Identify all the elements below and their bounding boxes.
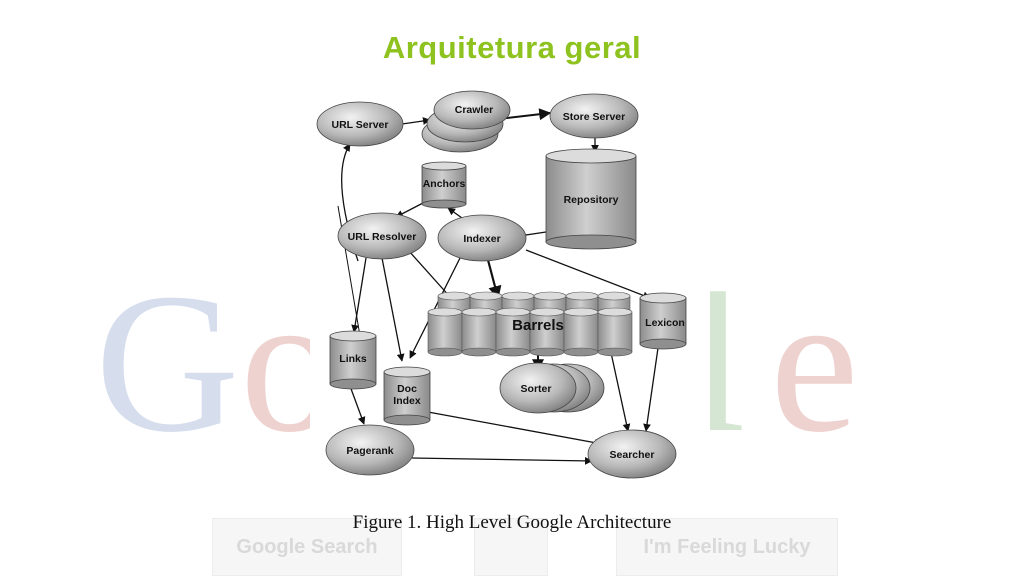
- edge-indexer-barrels: [486, 259, 502, 300]
- background-search-button: Google Search: [212, 518, 402, 576]
- node-searcher-label: Searcher: [610, 449, 655, 461]
- edge-indexer-anchors: [447, 207, 463, 219]
- edge-links-pagerank: [349, 385, 366, 425]
- edge-doc-index-searcher: [427, 411, 603, 447]
- node-indexer: Indexer: [437, 214, 527, 262]
- node-links-label: Links: [339, 353, 367, 365]
- node-barrels-label: Barrels: [512, 317, 564, 334]
- node-store-server: Store Server: [549, 93, 639, 139]
- node-lexicon: Lexicon: [639, 292, 687, 350]
- slide-title: Arquitetura geral: [382, 30, 642, 65]
- node-doc-index-label-line2: Index: [393, 395, 421, 407]
- edge-indexer-doc-index: [409, 257, 461, 359]
- diagram-edges: [337, 108, 659, 465]
- barrels-front-row: [427, 307, 633, 357]
- node-links: Links: [329, 330, 377, 390]
- node-crawler: Crawler: [421, 90, 511, 153]
- svg-text:e: e: [770, 253, 859, 474]
- figure-caption: Figure 1. High Level Google Architecture: [352, 512, 672, 533]
- node-barrels: Barrels: [427, 291, 633, 357]
- node-sorter-label: Sorter: [521, 383, 552, 395]
- edge-url-server-crawler: [401, 117, 431, 125]
- node-anchors-label: Anchors: [423, 178, 466, 190]
- node-url-resolver: URL Resolver: [337, 212, 427, 260]
- edge-url-resolver-doc-index: [381, 257, 405, 362]
- node-anchors: Anchors: [421, 161, 467, 209]
- node-url-server-label: URL Server: [331, 119, 388, 131]
- node-lexicon-label: Lexicon: [645, 317, 685, 329]
- node-sorter: Sorter: [499, 362, 605, 414]
- edge-barrels-searcher: [609, 347, 631, 432]
- edge-pagerank-searcher: [411, 456, 593, 465]
- node-pagerank-label: Pagerank: [346, 445, 393, 457]
- edge-indexer-lexicon: [525, 249, 651, 300]
- node-url-server: URL Server: [316, 101, 404, 147]
- svg-text:G: G: [95, 253, 239, 474]
- node-repository-label: Repository: [564, 194, 619, 206]
- node-repository: Repository: [545, 148, 637, 250]
- edge-url-resolver-links: [351, 257, 367, 333]
- node-url-resolver-label: URL Resolver: [348, 231, 417, 243]
- node-searcher: Searcher: [587, 429, 677, 479]
- node-pagerank: Pagerank: [325, 424, 415, 476]
- node-store-server-label: Store Server: [563, 111, 625, 123]
- node-doc-index-label-line1: Doc: [397, 383, 417, 395]
- edge-lexicon-searcher: [643, 347, 659, 432]
- node-indexer-label: Indexer: [463, 233, 500, 245]
- node-doc-index: Doc Index: [383, 366, 431, 426]
- node-crawler-label: Crawler: [455, 104, 494, 116]
- architecture-diagram: URL Server Crawler Store Server Reposito…: [310, 86, 710, 486]
